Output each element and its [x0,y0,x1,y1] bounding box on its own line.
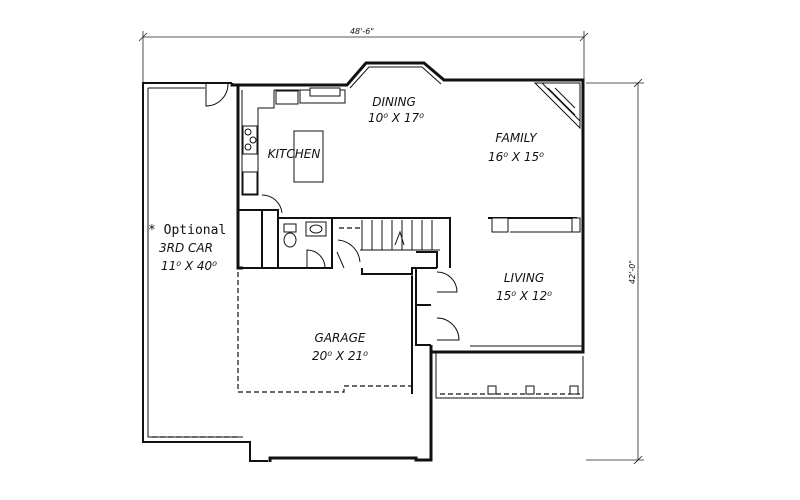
overall-width-dimension: 48'-6" [138,27,589,82]
garage-label: GARAGE [315,331,366,345]
column-right [571,217,581,233]
entry-doors [436,271,460,341]
overall-depth-label: 42'-0" [628,260,637,284]
third-car-size: 11⁰ X 40⁰ [161,259,217,273]
kitchen-label: KITCHEN [268,147,321,161]
dining-bay-window [349,66,442,89]
front-porch [435,345,584,399]
refrigerator [242,171,258,195]
third-car-door [205,83,229,107]
kitchen-sink [275,90,299,105]
interior-walls [238,194,581,346]
optional-note: * Optional [148,223,226,238]
third-car-bay-walls [142,82,268,462]
kitchen-counters [241,87,346,196]
living-size: 15⁰ X 12⁰ [496,289,552,303]
column [491,217,509,233]
overall-depth-dimension: 42'-0" [586,78,644,465]
porch-post [525,385,535,395]
family-label: FAMILY [495,131,538,145]
third-car-label: 3RD CAR [159,241,213,255]
fireplace [533,82,581,130]
powder-room [283,221,327,269]
family-size: 16⁰ X 15⁰ [488,150,544,164]
living-label: LIVING [504,271,544,285]
dining-size: 10⁰ X 17⁰ [368,111,424,125]
staircase [336,220,440,269]
porch-post [569,385,579,395]
toilet-bowl [283,232,297,248]
porch-post [487,385,497,395]
garage-walls [237,272,413,394]
kitchen-island [293,130,324,183]
overall-width-label: 48'-6" [350,27,374,36]
dining-label: DINING [372,95,416,109]
upper-cabinet [309,87,341,97]
garage-size: 20⁰ X 21⁰ [312,349,368,363]
toilet-tank [283,223,297,233]
